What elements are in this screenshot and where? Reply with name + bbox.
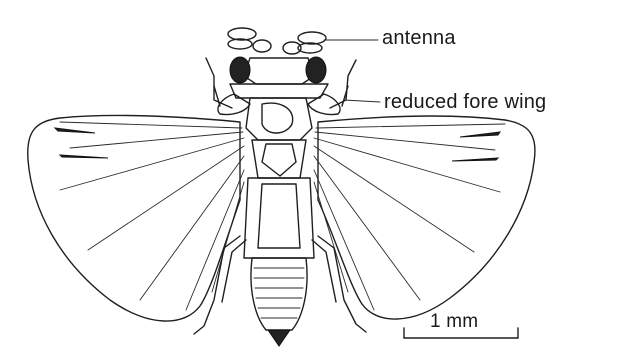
label-reduced-fore-wing: reduced fore wing xyxy=(384,92,546,112)
leader-lines xyxy=(324,40,380,102)
abdomen xyxy=(251,258,307,346)
head xyxy=(230,57,328,98)
antennae xyxy=(228,28,326,54)
scale-label: 1 mm xyxy=(430,312,478,331)
legs xyxy=(194,58,366,334)
left-hind-wing xyxy=(28,115,244,321)
right-hind-wing xyxy=(314,116,535,319)
label-antenna: antenna xyxy=(382,28,456,48)
body xyxy=(244,98,314,258)
